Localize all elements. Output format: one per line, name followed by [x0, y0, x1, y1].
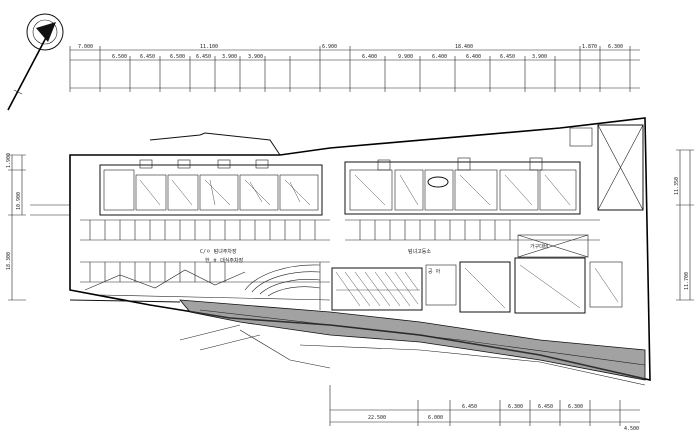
top-dim-1: 7.000: [78, 44, 93, 50]
top-dim-r2-12: 3.900: [532, 54, 547, 60]
left-dim-2: 10.900: [16, 192, 22, 210]
bottom-dim-3: 6.450: [462, 404, 477, 410]
top-dim-r2-4: 6.450: [196, 54, 211, 60]
left-building: [99, 159, 323, 216]
top-dim-6: 6.300: [608, 44, 623, 50]
bottom-dim-1: 22.500: [368, 415, 386, 421]
top-dim-r2-6: 3.900: [248, 54, 263, 60]
bottom-dimension-lines: 22.500 6.000 6.450 6.300 6.450 6.300 4.5…: [329, 385, 640, 432]
bottom-dim-5: 6.450: [538, 404, 553, 410]
annex-label: 공 아: [428, 268, 441, 275]
top-dim-4: 18.400: [455, 44, 473, 50]
left-dim-3: 18.300: [6, 252, 12, 270]
parking-left-sub-label: 한 ㅎ 대식주차장: [205, 257, 244, 264]
bottom-dim-6: 6.300: [568, 404, 583, 410]
top-dim-r2-1: 6.500: [112, 54, 127, 60]
landscape-band: [69, 299, 646, 381]
left-dim-1: 1.900: [6, 153, 12, 168]
top-dim-r2-2: 6.450: [140, 54, 155, 60]
plaza-arcs: [244, 262, 321, 310]
top-dim-r2-10: 6.400: [466, 54, 481, 60]
road-line: [299, 344, 646, 386]
top-dim-r2-11: 6.450: [500, 54, 515, 60]
top-dim-2: 11.100: [200, 44, 218, 50]
right-dim-2: 11.700: [684, 272, 690, 290]
right-dimension-lines: 11.350 11.700: [674, 149, 694, 301]
parking-rows: [80, 219, 600, 283]
top-dim-r2-7: 6.400: [362, 54, 377, 60]
right-building: [344, 157, 581, 215]
top-dim-r2-5: 3.900: [222, 54, 237, 60]
right-annex: [569, 124, 644, 211]
parking-left-label: C/ㅇ 텀녀주차장: [200, 248, 237, 255]
left-dimension-lines: 1.900 10.900 18.300: [6, 153, 26, 301]
site-boundary: [30, 117, 651, 382]
top-dim-r2-8: 9.900: [398, 54, 413, 60]
right-dim-1: 11.350: [674, 177, 680, 195]
north-arrow-icon: [7, 13, 64, 111]
ramp-lines: [84, 269, 331, 301]
ramp-label: 가구대비: [530, 243, 548, 250]
bottom-dim-2: 6.000: [428, 415, 443, 421]
lower-building: [331, 234, 623, 314]
top-dimension-lines: 7.000 11.100 6.900 18.400 1.870 6.300 6.…: [69, 44, 640, 92]
parking-right-label: 텀녀고등소: [408, 248, 431, 255]
top-dim-3: 6.900: [322, 44, 337, 50]
plan-labels: C/ㅇ 텀녀주차장 한 ㅎ 대식주차장 텀녀고등소 가구대비 공 아: [200, 243, 548, 275]
top-dim-r2-3: 6.500: [170, 54, 185, 60]
top-dim-r2-9: 6.400: [432, 54, 447, 60]
bottom-dim-4: 6.300: [508, 404, 523, 410]
bottom-dim-7: 4.500: [624, 426, 639, 432]
top-dim-5: 1.870: [582, 44, 597, 50]
